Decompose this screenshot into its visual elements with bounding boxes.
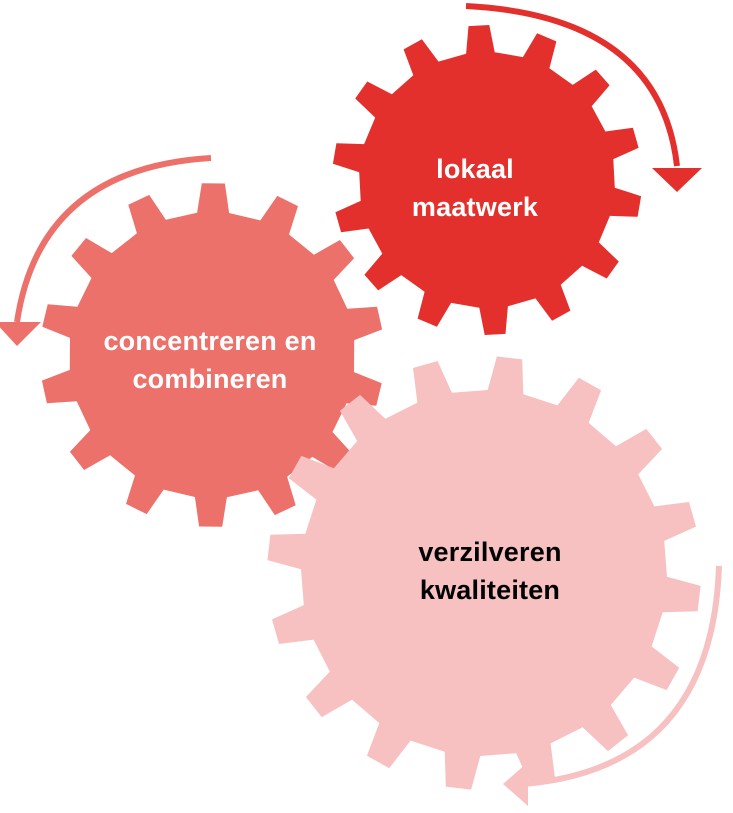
rotation-arrow-top-right (465, 3, 702, 192)
arrow-shaft (14, 155, 212, 323)
rotation-arrow-bottom-right (503, 565, 722, 806)
gear-lokaal-maatwerk (332, 25, 642, 335)
gear-verzilveren-kwaliteiten (267, 356, 701, 790)
gear-label-line: concentreren en (103, 326, 317, 356)
gear-label-lokaal-maatwerk: lokaal maatwerk (390, 150, 560, 226)
gear-label-line: combineren (132, 364, 288, 394)
gear-label-line: lokaal (436, 154, 514, 184)
gear-label-line: verzilveren (418, 537, 562, 567)
arrow-shaft (523, 565, 722, 787)
arrow-head-icon (0, 322, 41, 346)
arrow-head-icon (503, 762, 528, 806)
gear-label-line: maatwerk (411, 192, 539, 222)
gear-label-concentreren-combineren: concentreren en combineren (70, 322, 350, 398)
gear-concentreren-combineren (41, 183, 383, 527)
gear-label-verzilveren-kwaliteiten: verzilveren kwaliteiten (385, 533, 595, 609)
arrow-head-icon (652, 168, 702, 192)
gear-label-line: kwaliteiten (419, 575, 561, 605)
arrow-shaft (465, 3, 680, 167)
rotation-arrow-left (0, 155, 212, 346)
